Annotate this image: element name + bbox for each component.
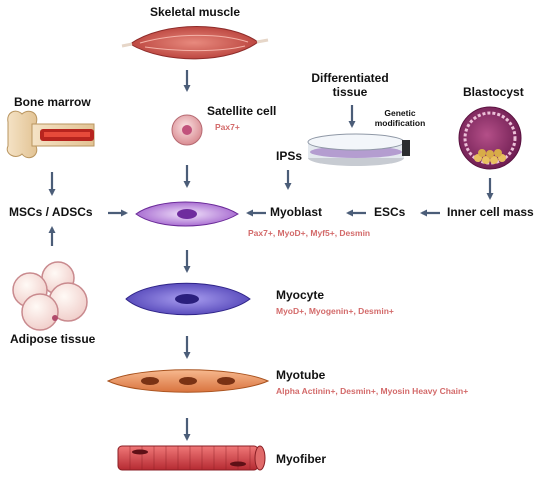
label-genetic-modification: Genetic modification bbox=[374, 108, 426, 128]
label-differentiated-tissue: Differentiated tissue bbox=[311, 71, 389, 99]
marker-myoblast: Pax7+, MyoD+, Myf5+, Desmin bbox=[248, 228, 371, 238]
myoblast-cell-icon bbox=[135, 201, 239, 227]
label-bone-marrow: Bone marrow bbox=[14, 95, 91, 109]
label-myocyte: Myocyte bbox=[276, 288, 325, 302]
label-skeletal-muscle: Skeletal muscle bbox=[150, 5, 241, 19]
label-blastocyst: Blastocyst bbox=[463, 85, 524, 99]
label-satellite-cell: Satellite cell bbox=[207, 104, 277, 118]
myocyte-cell-icon bbox=[125, 282, 251, 316]
bone-icon bbox=[6, 110, 95, 159]
blastocyst-icon bbox=[458, 106, 522, 170]
label-myotube: Myotube bbox=[276, 368, 326, 382]
skeletal-muscle-icon bbox=[121, 26, 269, 60]
culture-dish-icon bbox=[307, 133, 410, 166]
label-adipose-tissue: Adipose tissue bbox=[10, 332, 96, 346]
label-ipss: IPSs bbox=[276, 149, 303, 163]
label-inner-cell-mass: Inner cell mass bbox=[447, 205, 534, 219]
label-myofiber: Myofiber bbox=[276, 452, 327, 466]
marker-satellite-cell: Pax7+ bbox=[215, 122, 240, 132]
adipose-cells-icon bbox=[12, 261, 88, 331]
myotube-cell-icon bbox=[106, 369, 270, 393]
marker-myotube: Alpha Actinin+, Desmin+, Myosin Heavy Ch… bbox=[276, 386, 469, 396]
myofiber-icon bbox=[117, 445, 266, 471]
label-myoblast: Myoblast bbox=[270, 205, 323, 219]
label-mscs-adscs: MSCs / ADSCs bbox=[9, 205, 93, 219]
marker-myocyte: MyoD+, Myogenin+, Desmin+ bbox=[276, 306, 394, 316]
satellite-cell-icon bbox=[171, 114, 203, 146]
label-escs: ESCs bbox=[374, 205, 406, 219]
